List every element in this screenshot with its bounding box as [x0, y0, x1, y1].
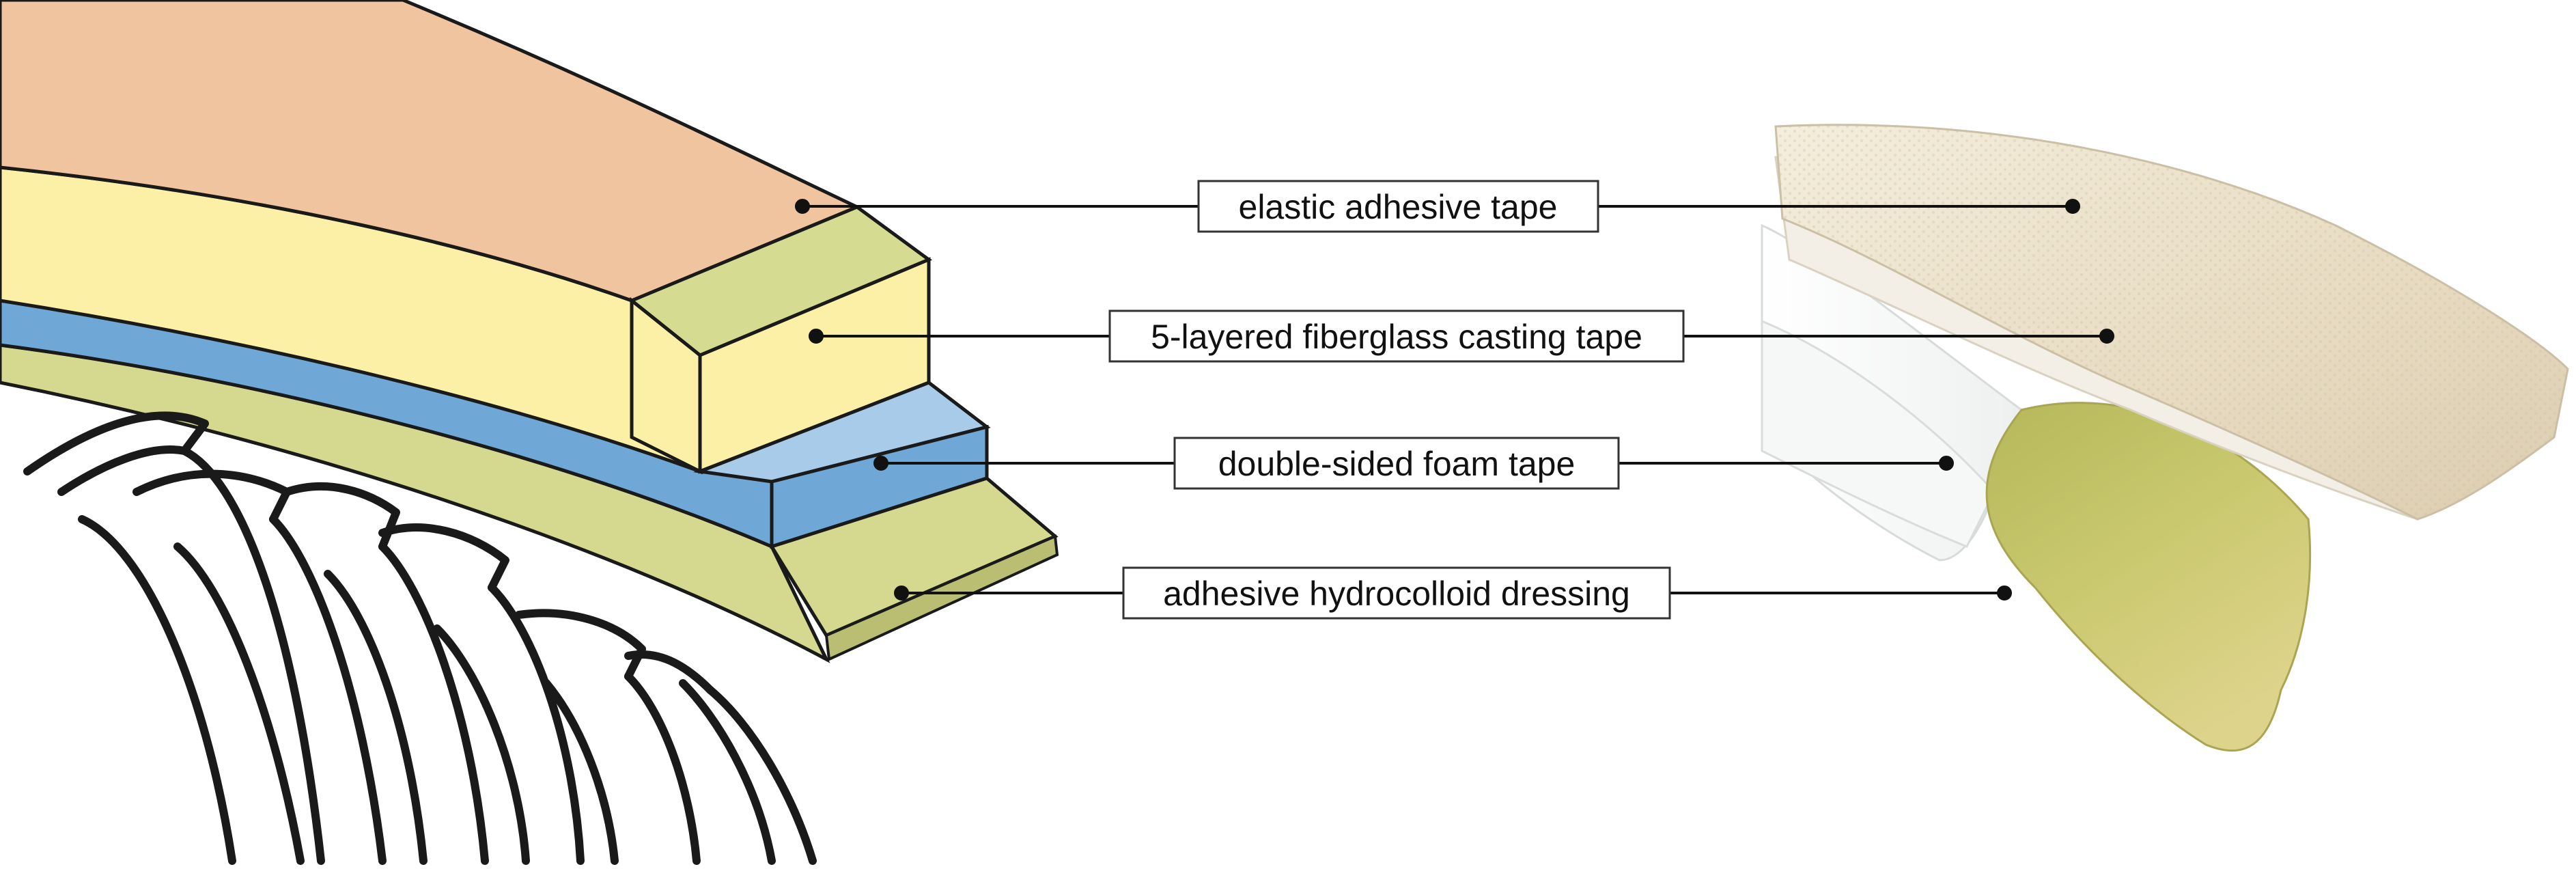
label-text-fiberglass-casting-tape: 5-layered fiberglass casting tape [1151, 318, 1642, 356]
label-double-sided-foam-tape: double-sided foam tape [1173, 437, 1620, 490]
label-elastic-adhesive-tape: elastic adhesive tape [1197, 180, 1599, 233]
label-text-double-sided-foam-tape: double-sided foam tape [1218, 445, 1576, 483]
sample-photo [1761, 124, 2569, 752]
schematic-illustration [0, 0, 1059, 865]
hair-follicles-illustration [23, 411, 817, 865]
leader-lines [795, 199, 2114, 601]
label-adhesive-hydrocolloid-dressing: adhesive hydrocolloid dressing [1122, 566, 1671, 620]
hydrocolloid-plate-front [824, 534, 1059, 661]
label-text-adhesive-hydrocolloid-dressing: adhesive hydrocolloid dressing [1163, 575, 1630, 613]
label-text-elastic-adhesive-tape: elastic adhesive tape [1239, 188, 1558, 226]
label-fiberglass-casting-tape: 5-layered fiberglass casting tape [1108, 309, 1685, 363]
